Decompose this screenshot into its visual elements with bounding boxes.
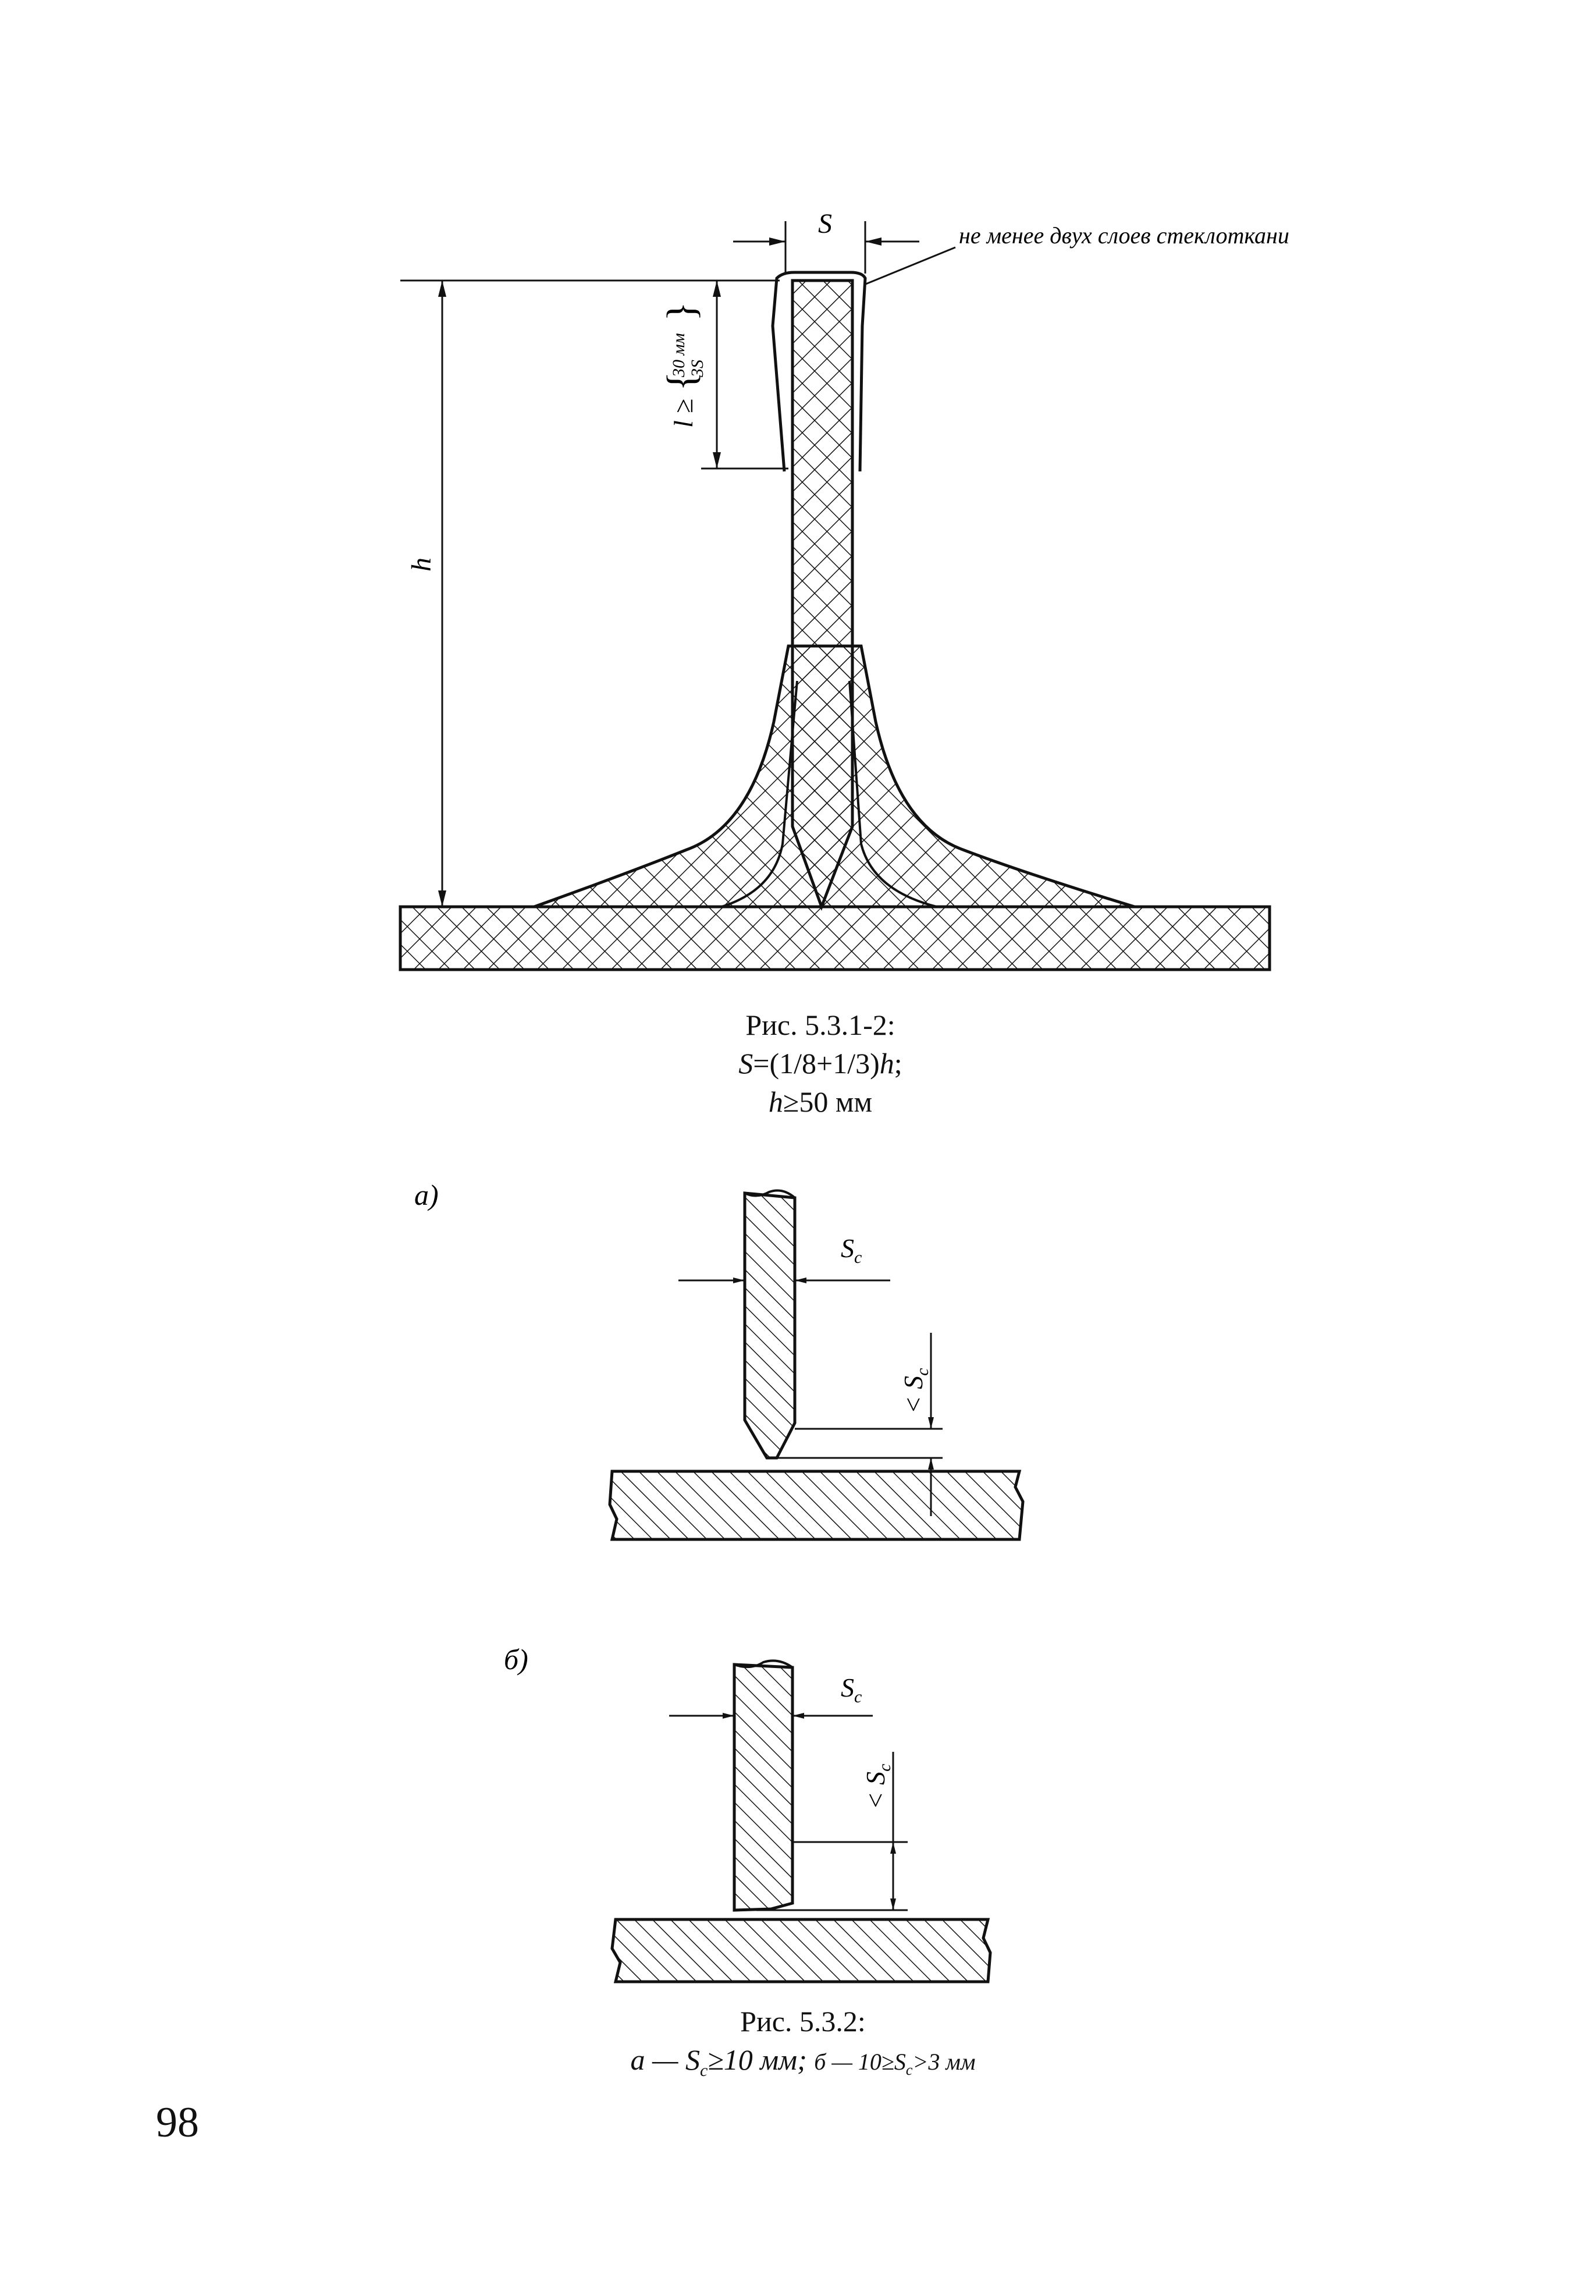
panel-b-sc-label: Sc [841,1673,862,1706]
l-dimension-label: l ≥ { 30 мм 3S } [659,301,707,428]
fiberglass-cap [771,271,867,472]
l-brace-close: } [659,301,704,321]
page-number: 98 [156,2099,199,2146]
caption-h-limit: ≥50 мм [783,1085,873,1118]
l-option-30mm: 30 мм [669,333,688,378]
panel-a-gap-label: < Sc [898,1368,932,1414]
figure-1-caption: Рис. 5.3.1-2: S=(1/8+1/3)h; h≥50 мм [623,1006,1018,1121]
panel-b-label: б) [504,1643,528,1676]
caption-var-h: h [879,1047,894,1080]
caption-formula-body: =(1/8+1/3) [753,1047,880,1080]
inner-layer-right [848,680,937,908]
h-dimension-label: h [406,558,437,572]
panel-b-base-plate [610,1918,992,1983]
caption-var-h2: h [768,1085,783,1118]
panel-a-base-plate [608,1470,1025,1541]
figure-2-caption-title: Рис. 5.3.2: [740,2005,866,2038]
vertical-member [791,279,854,911]
callout-text: не менее двух слоев стеклоткани [959,222,1289,249]
figure-2-caption-conditions: а — Sc≥10 мм; б — 10≥Sc>3 мм [512,2041,1094,2090]
figure-5-3-2-b: б) Sc < Sc [504,1643,992,1983]
s-dimension-label: S [818,208,832,239]
panel-a-top-break [744,1189,796,1199]
l-option-3s: 3S [688,360,707,378]
panel-a-label: а) [414,1179,439,1211]
figure-1-caption-formula-s: S=(1/8+1/3)h; [623,1044,1018,1083]
figure-1-caption-formula-h: h≥50 мм [623,1083,1018,1121]
panel-b-top-break [734,1659,794,1669]
figure-2-caption: Рис. 5.3.2: а — Sc≥10 мм; б — 10≥Sc>3 мм [512,2002,1094,2090]
figure-1-caption-title: Рис. 5.3.1-2: [745,1009,895,1041]
l-symbol: l [669,420,698,428]
caption-var-s: S [738,1047,753,1080]
base-plate [399,905,1271,971]
panel-a-sc-label: Sc [841,1233,862,1267]
caption-a-condition: а — Sc≥10 мм; [630,2043,807,2080]
panel-b-gap-label: < Sc [861,1764,894,1810]
caption-b-condition: б — 10≥Sc>3 мм [814,2049,976,2078]
panel-b-vertical-plate [733,1663,794,1912]
caption-formula-end: ; [894,1047,902,1080]
figure-5-3-2-a: а) Sc < Sc [414,1179,1025,1541]
l-brace-open: { [659,371,704,391]
panel-a-vertical-plate [743,1191,797,1460]
callout-leader [865,246,956,285]
inner-layer-left [721,680,798,908]
figure-5-3-1-2: S не менее двух слоев стеклоткани h l ≥ … [399,208,1289,971]
l-sign: ≥ [669,399,698,413]
